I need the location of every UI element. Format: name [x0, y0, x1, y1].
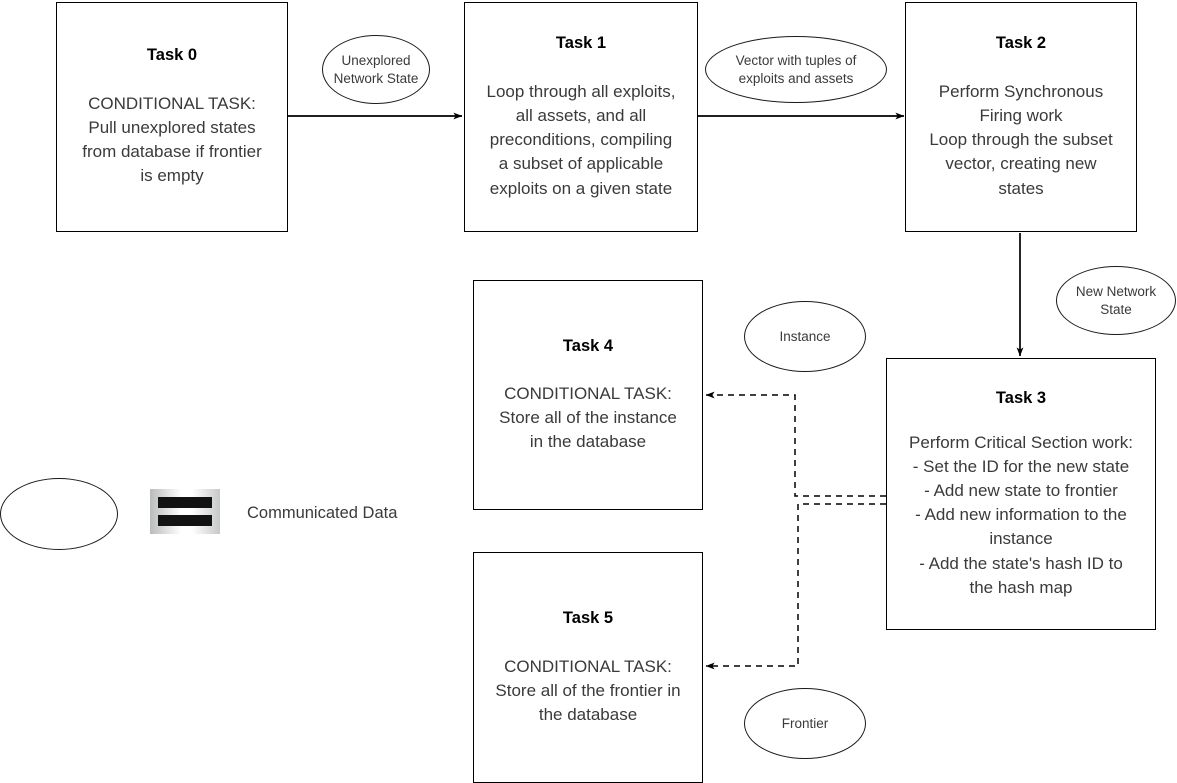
- data-label-text: Instance: [779, 328, 831, 344]
- task-title: Task 3: [995, 389, 1047, 408]
- data-label-text: Unexplored Network State: [333, 52, 419, 86]
- connector-task3-task5: [705, 503, 886, 670]
- task-box-task-1[interactable]: Task 1 Loop through all exploits, all as…: [464, 2, 698, 232]
- task-body: Perform Critical Section work: - Set the…: [909, 432, 1133, 597]
- task-body: Loop through all exploits, all assets, a…: [486, 82, 676, 198]
- task-title: Task 4: [562, 336, 614, 355]
- data-label-text: Frontier: [781, 715, 829, 731]
- task-body: CONDITIONAL TASK: Store all of the insta…: [499, 384, 677, 452]
- data-label-frontier[interactable]: Frontier: [744, 688, 866, 759]
- data-label-instance[interactable]: Instance: [744, 301, 866, 372]
- task-title: Task 0: [146, 46, 198, 65]
- legend-label: Communicated Data: [247, 504, 398, 522]
- data-label-unexplored-network-state[interactable]: Unexplored Network State: [322, 35, 430, 104]
- equals-icon: [150, 489, 220, 534]
- data-label-text: Vector with tuples of exploits and asset…: [735, 52, 857, 86]
- task-title: Task 2: [995, 34, 1047, 53]
- task-box-task-3[interactable]: Task 3 Perform Critical Section work: - …: [886, 358, 1156, 630]
- task-title: Task 1: [555, 34, 607, 53]
- data-label-vector-tuples[interactable]: Vector with tuples of exploits and asset…: [705, 36, 887, 103]
- equals-icon-bar-bottom: [158, 515, 212, 526]
- task-body: Perform Synchronous Firing work Loop thr…: [929, 82, 1113, 198]
- data-label-new-network-state[interactable]: New Network State: [1056, 266, 1176, 335]
- task-body: CONDITIONAL TASK: Store all of the front…: [495, 656, 681, 724]
- task-box-task-0[interactable]: Task 0 CONDITIONAL TASK: Pull unexplored…: [56, 2, 288, 232]
- task-box-task-4[interactable]: Task 4 CONDITIONAL TASK: Store all of th…: [473, 280, 703, 510]
- data-label-text: New Network State: [1075, 283, 1157, 317]
- connector-task3-task4: [705, 391, 886, 497]
- legend-ellipse-shape: [0, 478, 118, 550]
- task-body: CONDITIONAL TASK: Pull unexplored states…: [82, 94, 262, 186]
- task-box-task-5[interactable]: Task 5 CONDITIONAL TASK: Store all of th…: [473, 552, 703, 783]
- task-box-task-2[interactable]: Task 2 Perform Synchronous Firing work L…: [905, 2, 1137, 232]
- equals-icon-bar-top: [158, 497, 212, 508]
- task-title: Task 5: [562, 609, 614, 627]
